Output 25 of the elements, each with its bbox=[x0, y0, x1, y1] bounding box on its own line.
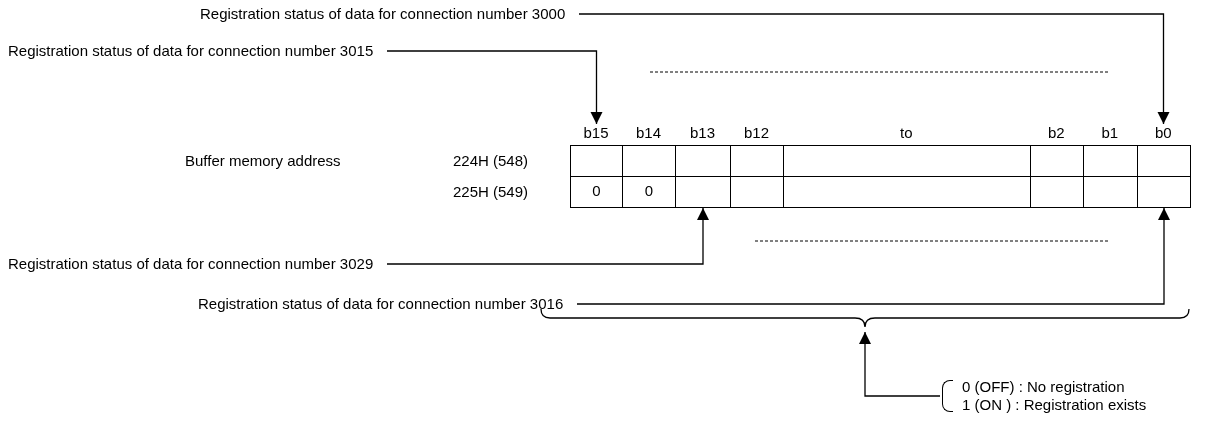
arrow bbox=[578, 13, 1170, 125]
bit-label: b15 bbox=[583, 124, 609, 142]
callout-text: Registration status of data for connection number 3000 bbox=[200, 5, 566, 23]
arrow bbox=[859, 331, 941, 397]
bit-label: b13 bbox=[690, 124, 716, 142]
bit-label: b2 bbox=[1048, 124, 1065, 142]
bit-label: b12 bbox=[744, 124, 770, 142]
arrow bbox=[386, 207, 709, 265]
arrow bbox=[576, 207, 1170, 305]
value-description: 1 (ON ) : Registration exists bbox=[962, 396, 1147, 414]
bit-cell bbox=[1137, 176, 1191, 208]
callout-text: Registration status of data for connection number 3029 bbox=[8, 255, 374, 273]
bit-label: b0 bbox=[1155, 124, 1172, 142]
value-description: 0 (OFF) : No registration bbox=[962, 378, 1126, 396]
bit-value-cell: 0 bbox=[570, 176, 623, 208]
bit-label: b1 bbox=[1101, 124, 1119, 142]
bit-label: b14 bbox=[636, 124, 662, 142]
address-label: 224H (548) bbox=[453, 152, 529, 170]
address-label: 225H (549) bbox=[453, 183, 529, 201]
arrow bbox=[386, 50, 603, 125]
callout-text: Registration status of data for connection number 3015 bbox=[8, 42, 374, 60]
bit-label: to bbox=[900, 124, 913, 142]
brace bbox=[540, 308, 1190, 328]
row-label: Buffer memory address bbox=[185, 152, 341, 170]
callout-text: Registration status of data for connection number 3016 bbox=[198, 295, 564, 313]
